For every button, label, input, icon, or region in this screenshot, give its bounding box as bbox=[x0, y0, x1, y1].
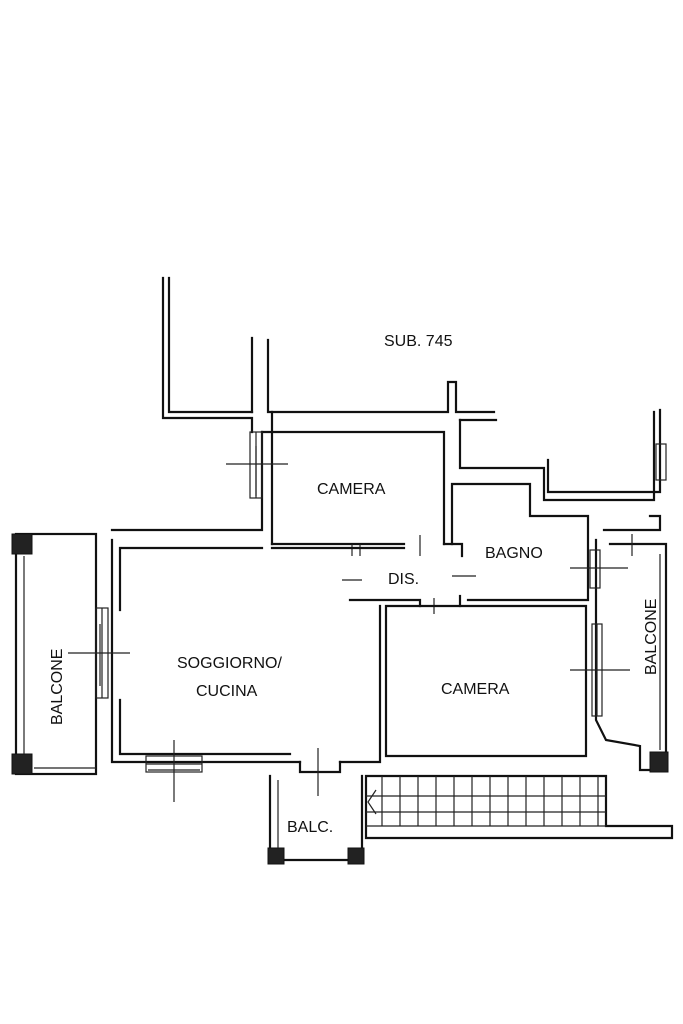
balcone-right bbox=[608, 542, 669, 773]
balcone-right-label: BALCONE bbox=[643, 599, 660, 675]
dis-label: DIS. bbox=[388, 571, 419, 588]
bagno-label: BAGNO bbox=[485, 545, 543, 562]
soggiorno-label-line2: CUCINA bbox=[196, 683, 258, 700]
sub-label: SUB. 745 bbox=[384, 333, 453, 350]
camera-right-label: CAMERA bbox=[441, 681, 510, 698]
room-camera-right bbox=[384, 514, 662, 772]
soggiorno-label-line1: SOGGIORNO/ bbox=[177, 655, 282, 672]
stair bbox=[364, 774, 674, 840]
room-soggiorno bbox=[110, 538, 422, 774]
room-bagno bbox=[433, 482, 590, 614]
balc-label: BALC. bbox=[287, 819, 333, 836]
camera-top-label: CAMERA bbox=[317, 481, 386, 498]
outer-walls bbox=[161, 276, 662, 546]
balcone-left-label: BALCONE bbox=[49, 649, 66, 725]
room-camera-top bbox=[110, 430, 446, 556]
balc-small bbox=[267, 774, 365, 865]
cross-markers bbox=[68, 446, 633, 802]
